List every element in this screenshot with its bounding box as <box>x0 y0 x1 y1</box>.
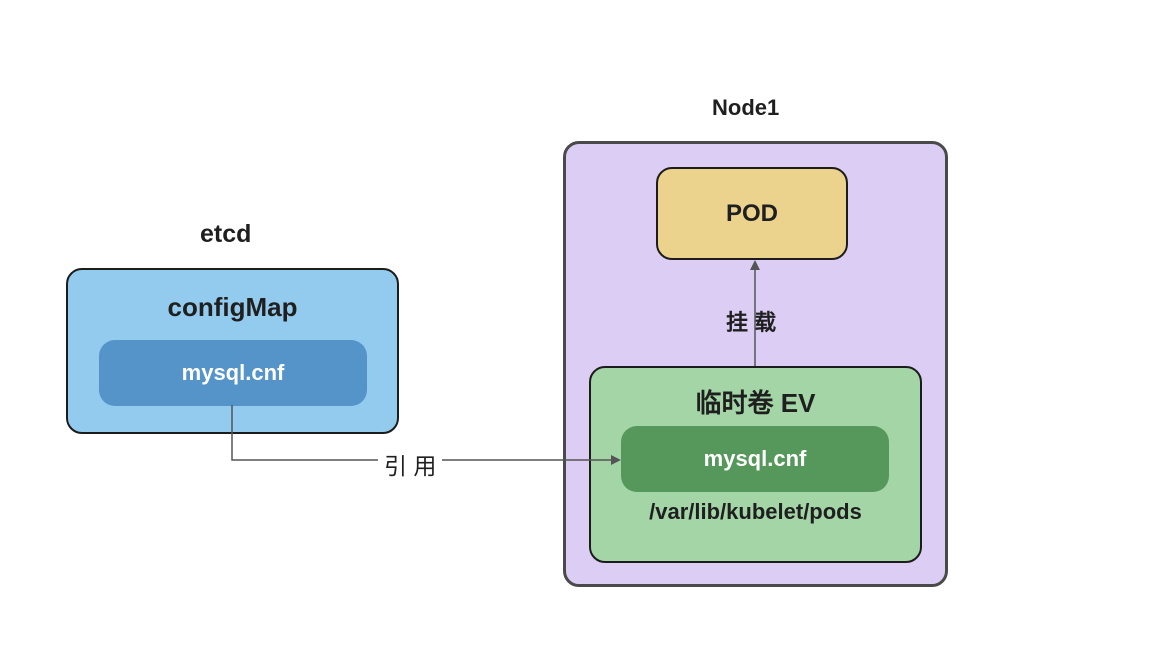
pod-label: POD <box>725 200 778 227</box>
configmap-file-box: mysql.cnf <box>99 340 367 406</box>
volume-file-box: mysql.cnf <box>621 426 889 492</box>
etcd-title: etcd <box>200 220 252 248</box>
ephemeral-volume-title: 临时卷 EV <box>695 388 816 418</box>
mount-label: 挂 载 <box>726 310 777 335</box>
configmap-box: configMap mysql.cnf <box>66 268 399 434</box>
volume-path: /var/lib/kubelet/pods <box>649 499 862 524</box>
reference-label: 引 用 <box>378 447 443 481</box>
ephemeral-volume-box: 临时卷 EV mysql.cnf /var/lib/kubelet/pods <box>589 366 922 563</box>
configmap-file-label: mysql.cnf <box>181 360 285 385</box>
volume-file-label: mysql.cnf <box>703 446 807 471</box>
configmap-title: configMap <box>167 292 298 322</box>
node-title: Node1 <box>712 95 780 120</box>
pod-box: POD <box>656 167 848 260</box>
